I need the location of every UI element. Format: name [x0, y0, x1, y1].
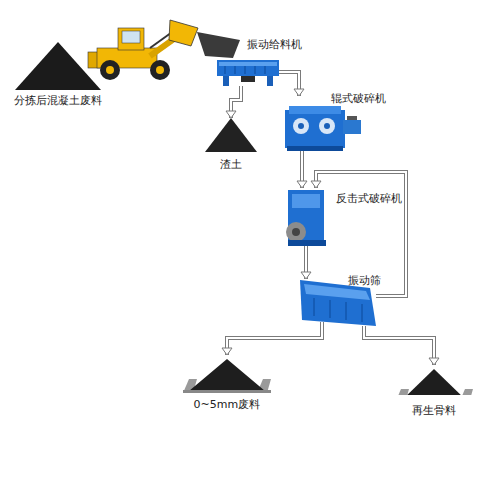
flow-line-inner — [301, 151, 303, 188]
wheel-loader — [88, 20, 198, 80]
waste-pile: 0~5mm废料 — [183, 355, 271, 393]
flow-arrow — [279, 72, 304, 96]
arrow-head — [294, 89, 304, 96]
arrow-head — [297, 181, 307, 188]
hopper — [197, 32, 240, 58]
flow-arrow — [311, 172, 406, 296]
flow-arrow — [301, 246, 311, 279]
arrow-head — [226, 111, 236, 118]
node-label: 辊式破碎机 — [331, 92, 386, 105]
material-pile-graphic — [15, 42, 101, 90]
node-label: 0~5mm废料 — [194, 398, 261, 411]
flow-line — [300, 151, 304, 188]
arrow-head — [222, 348, 232, 355]
flow-line-inner — [305, 246, 307, 279]
flow-arrow — [364, 326, 439, 365]
flow-line-inner — [279, 72, 299, 96]
arrow-head — [311, 181, 321, 188]
vibrating-screen: 振动筛 — [300, 276, 376, 326]
node-label: 渣土 — [220, 158, 242, 171]
node-label: 再生骨料 — [412, 404, 456, 417]
flow-arrow — [297, 151, 307, 188]
flow-arrow — [222, 322, 322, 355]
soil-pile-graphic — [205, 118, 257, 152]
flow-line-inner — [227, 322, 322, 355]
vibrating-feeder-graphic — [217, 58, 279, 86]
material-pile: 分拣后混凝土废料 — [15, 42, 101, 90]
aggregate-pile-graphic — [395, 365, 473, 395]
roll-crusher: 辊式破碎机 — [283, 96, 361, 151]
node-label: 分拣后混凝土废料 — [14, 94, 102, 107]
flow-line-inner — [364, 326, 434, 365]
aggregate-pile: 再生骨料 — [395, 365, 473, 395]
impact-crusher: 反击式破碎机 — [284, 188, 326, 246]
flow-arrow — [226, 86, 241, 118]
flow-line — [364, 326, 434, 365]
arrow-head — [429, 358, 439, 365]
flow-line — [227, 322, 322, 355]
flow-line-inner — [231, 86, 241, 118]
node-label: 振动给料机 — [247, 38, 302, 51]
flow-line-inner — [316, 172, 406, 296]
arrow-head — [301, 272, 311, 279]
vibrating-feeder: 振动给料机 — [217, 58, 279, 86]
flow-line — [231, 86, 241, 118]
soil-pile: 渣土 — [205, 118, 257, 152]
node-label: 反击式破碎机 — [336, 192, 402, 205]
flow-line — [316, 172, 406, 296]
impact-crusher-graphic — [284, 188, 326, 246]
flow-line — [304, 246, 308, 279]
waste-pile-graphic — [183, 355, 271, 393]
flow-line — [279, 72, 299, 96]
node-label: 振动筛 — [348, 274, 381, 287]
